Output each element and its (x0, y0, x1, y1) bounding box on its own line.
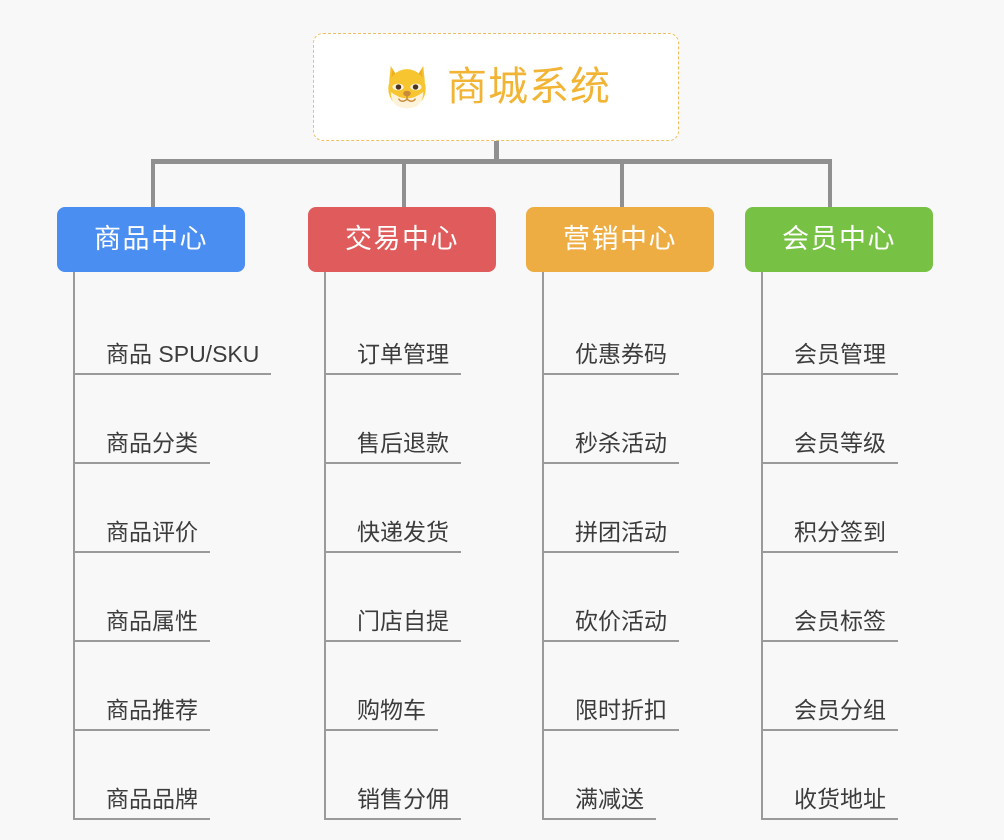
leaf-item[interactable]: 会员管理 (763, 286, 975, 375)
leaf-item-label: 商品分类 (106, 430, 198, 456)
leaf-item-underline (75, 729, 210, 731)
leaf-item-label: 门店自提 (357, 608, 449, 634)
leaf-item-underline (75, 373, 271, 375)
leaf-item[interactable]: 秒杀活动 (544, 375, 756, 464)
leaf-item-label: 商品 SPU/SKU (106, 341, 260, 367)
leaf-item[interactable]: 商品推荐 (75, 642, 287, 731)
leaf-item[interactable]: 商品分类 (75, 375, 287, 464)
category-column-1: 交易中心 订单管理售后退款快递发货门店自提购物车销售分佣 (308, 207, 538, 820)
shiba-dog-face-icon (381, 61, 433, 113)
leaf-item-underline (544, 640, 679, 642)
category-label: 会员中心 (782, 224, 896, 254)
leaf-item-underline (326, 818, 461, 820)
leaf-item-label: 快递发货 (357, 519, 449, 545)
leaf-item-underline (75, 818, 210, 820)
leaf-item[interactable]: 商品品牌 (75, 731, 287, 820)
leaf-item-underline (763, 729, 898, 731)
leaf-item-label: 订单管理 (357, 341, 449, 367)
leaf-item[interactable]: 限时折扣 (544, 642, 756, 731)
leaf-item-underline (763, 818, 898, 820)
category-label: 商品中心 (94, 224, 208, 254)
leaf-item[interactable]: 砍价活动 (544, 553, 756, 642)
leaf-item-underline (544, 818, 656, 820)
connector-root-stem (494, 141, 499, 163)
leaf-list-1: 订单管理售后退款快递发货门店自提购物车销售分佣 (324, 272, 538, 820)
leaf-item[interactable]: 销售分佣 (326, 731, 538, 820)
category-column-2: 营销中心 优惠券码秒杀活动拼团活动砍价活动限时折扣满减送 (526, 207, 756, 820)
leaf-item-underline (75, 640, 210, 642)
leaf-item[interactable]: 订单管理 (326, 286, 538, 375)
leaf-item[interactable]: 门店自提 (326, 553, 538, 642)
category-header-1[interactable]: 交易中心 (308, 207, 496, 272)
leaf-item[interactable]: 优惠券码 (544, 286, 756, 375)
leaf-item-underline (326, 462, 461, 464)
category-label: 交易中心 (345, 224, 459, 254)
leaf-list-0: 商品 SPU/SKU 商品分类商品评价商品属性商品推荐商品品牌 (73, 272, 287, 820)
leaf-item[interactable]: 商品评价 (75, 464, 287, 553)
connector-drop-3 (828, 159, 832, 209)
leaf-item-label: 限时折扣 (575, 697, 667, 723)
leaf-item-underline (544, 373, 679, 375)
leaf-item-label: 售后退款 (357, 430, 449, 456)
leaf-item[interactable]: 购物车 (326, 642, 538, 731)
leaf-item[interactable]: 售后退款 (326, 375, 538, 464)
connector-drop-1 (402, 159, 406, 209)
leaf-item-underline (544, 729, 679, 731)
leaf-item-label: 满减送 (575, 786, 644, 812)
leaf-item-underline (326, 551, 461, 553)
category-label: 营销中心 (563, 224, 677, 254)
root-node[interactable]: 商城系统 (313, 33, 679, 141)
leaf-item[interactable]: 商品属性 (75, 553, 287, 642)
leaf-item[interactable]: 会员分组 (763, 642, 975, 731)
leaf-item-label: 购物车 (357, 697, 426, 723)
leaf-item[interactable]: 商品 SPU/SKU (75, 286, 287, 375)
leaf-item-underline (544, 551, 679, 553)
leaf-item[interactable]: 会员等级 (763, 375, 975, 464)
leaf-item-underline (326, 640, 461, 642)
leaf-item-underline (763, 640, 898, 642)
category-header-2[interactable]: 营销中心 (526, 207, 714, 272)
leaf-item[interactable]: 满减送 (544, 731, 756, 820)
leaf-item-label: 砍价活动 (575, 608, 667, 634)
leaf-item[interactable]: 拼团活动 (544, 464, 756, 553)
leaf-item-underline (763, 373, 898, 375)
connector-drop-2 (620, 159, 624, 209)
leaf-item-label: 商品推荐 (106, 697, 198, 723)
root-title: 商城系统 (447, 65, 611, 109)
category-header-3[interactable]: 会员中心 (745, 207, 933, 272)
leaf-item-label: 收货地址 (794, 786, 886, 812)
leaf-item[interactable]: 积分签到 (763, 464, 975, 553)
leaf-item-underline (326, 373, 461, 375)
leaf-item-label: 积分签到 (794, 519, 886, 545)
leaf-item-label: 拼团活动 (575, 519, 667, 545)
leaf-item-label: 销售分佣 (357, 786, 449, 812)
leaf-item[interactable]: 会员标签 (763, 553, 975, 642)
leaf-item-label: 秒杀活动 (575, 430, 667, 456)
leaf-item-label: 会员分组 (794, 697, 886, 723)
leaf-item-label: 商品评价 (106, 519, 198, 545)
leaf-item-label: 商品品牌 (106, 786, 198, 812)
category-column-0: 商品中心 商品 SPU/SKU 商品分类商品评价商品属性商品推荐商品品牌 (57, 207, 287, 820)
connector-horizontal-bus (151, 159, 831, 164)
leaf-item[interactable]: 快递发货 (326, 464, 538, 553)
connector-drop-0 (151, 159, 155, 209)
leaf-item-label: 会员管理 (794, 341, 886, 367)
leaf-item-underline (75, 462, 210, 464)
leaf-item-underline (75, 551, 210, 553)
leaf-item-underline (544, 462, 679, 464)
leaf-item-label: 商品属性 (106, 608, 198, 634)
leaf-item-label: 会员标签 (794, 608, 886, 634)
leaf-item-underline (763, 551, 898, 553)
leaf-item-label: 优惠券码 (575, 341, 667, 367)
leaf-item[interactable]: 收货地址 (763, 731, 975, 820)
leaf-item-label: 会员等级 (794, 430, 886, 456)
category-column-3: 会员中心 会员管理会员等级积分签到会员标签会员分组收货地址 (745, 207, 975, 820)
leaf-list-3: 会员管理会员等级积分签到会员标签会员分组收货地址 (761, 272, 975, 820)
leaf-item-underline (763, 462, 898, 464)
category-header-0[interactable]: 商品中心 (57, 207, 245, 272)
leaf-list-2: 优惠券码秒杀活动拼团活动砍价活动限时折扣满减送 (542, 272, 756, 820)
leaf-item-underline (326, 729, 438, 731)
